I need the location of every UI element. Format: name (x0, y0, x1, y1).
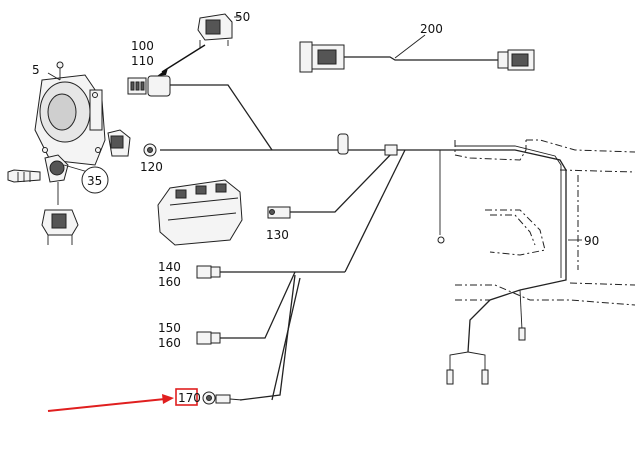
red-pointer-arrow (47, 394, 174, 412)
label-120: 120 (140, 160, 163, 174)
label-160-lower: 160 (158, 336, 181, 350)
label-140: 140 (158, 260, 181, 274)
part-50-sensor (197, 13, 240, 48)
label-100: 100 (131, 39, 154, 53)
control-module (157, 179, 243, 246)
part-35-group (7, 154, 109, 245)
label-130: 130 (266, 228, 289, 242)
part-140-connector (196, 265, 221, 279)
main-harness (160, 84, 567, 401)
part-5-housing (34, 61, 106, 166)
label-110: 110 (131, 54, 154, 68)
part-100-connector (127, 75, 171, 97)
part-170-connector (202, 391, 243, 405)
part-200-cable (299, 34, 535, 73)
leader-lines (47, 16, 582, 241)
part-150-connector (196, 331, 221, 345)
part-5-connector (107, 129, 131, 157)
label-170: 170 (178, 391, 201, 405)
part-170-highlight-box (175, 388, 198, 406)
part-130-connector (267, 206, 291, 219)
label-5: 5 (32, 63, 40, 77)
vehicle-outline (454, 139, 635, 306)
label-90: 90 (584, 234, 599, 248)
arrow-50-to-100 (157, 44, 206, 76)
label-160-upper: 160 (158, 275, 181, 289)
label-200: 200 (420, 22, 443, 36)
label-35: 35 (87, 174, 102, 188)
label-150: 150 (158, 321, 181, 335)
part-120-connector (143, 143, 157, 157)
label-50: 50 (235, 10, 250, 24)
